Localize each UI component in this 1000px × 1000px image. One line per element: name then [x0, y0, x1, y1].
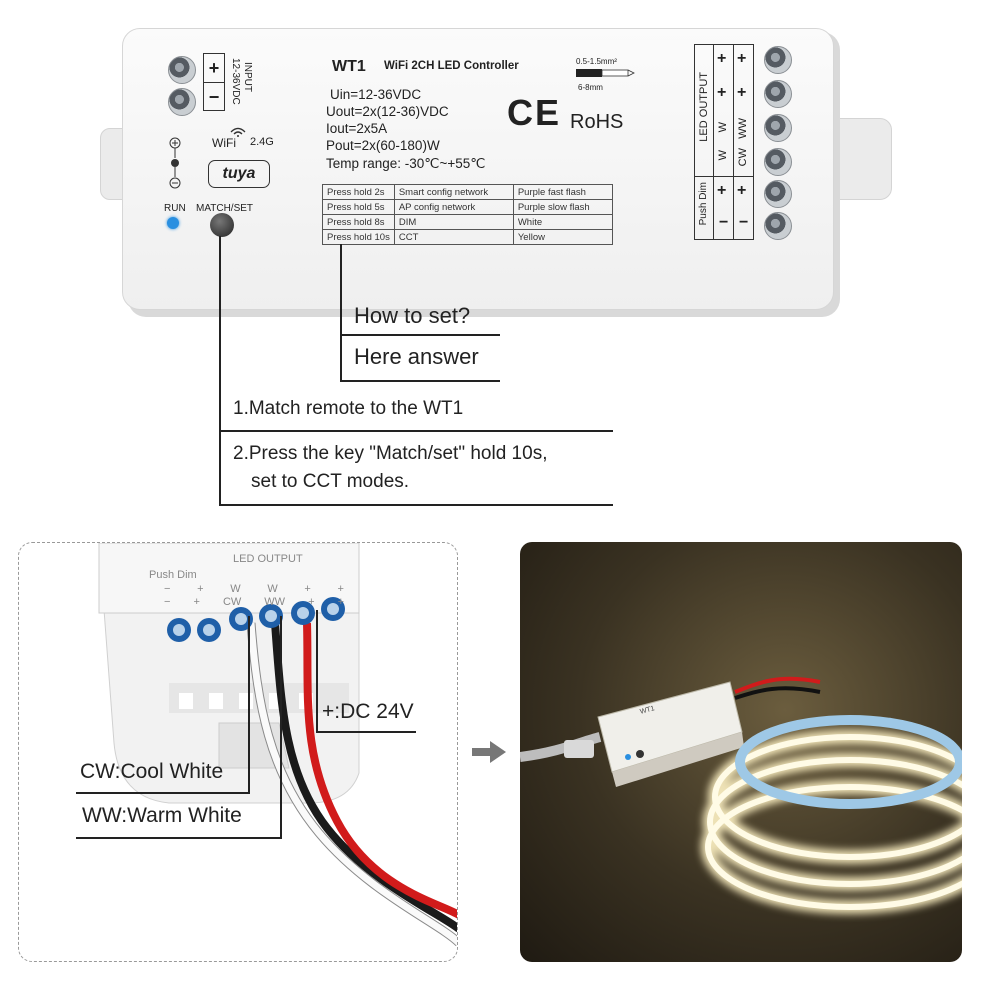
wiring-cell: W [267, 583, 278, 595]
table-cell: Smart config network [393, 184, 514, 200]
input-voltage: 12-36VDC [230, 58, 241, 105]
output-terminal [764, 114, 792, 142]
wire-strip-icon [576, 66, 636, 80]
ww-label: WW:Warm White [82, 804, 242, 827]
step-1-text: 1.Match remote to the WT1 [233, 398, 464, 419]
wire-gauge-top: 0.5-1.5mm² [576, 57, 617, 66]
out-col1-minus: − [719, 214, 729, 231]
wire-gauge-bottom: 6-8mm [578, 83, 603, 92]
wiring-cell: − [164, 596, 171, 608]
out-col2-plus-3: + [737, 182, 747, 199]
run-label: RUN [164, 203, 186, 214]
wiring-row1: − + W W + + [164, 583, 344, 595]
table-cell: Yellow [512, 229, 613, 245]
input-sign-box: + − [203, 53, 225, 111]
table-cell: Press hold 2s [322, 184, 395, 200]
out-col1-plus-3: + [717, 182, 727, 199]
cw-label: CW:Cool White [80, 760, 224, 783]
wiring-cell: − [164, 583, 171, 595]
wiring-cell: WW [264, 596, 286, 608]
arrow-right-icon [470, 740, 510, 764]
output-terminal [764, 46, 792, 74]
table-cell: Press hold 5s [322, 199, 395, 215]
output-terminal [764, 148, 792, 176]
input-minus-sign: − [208, 86, 220, 107]
run-led [167, 217, 179, 229]
table-cell: Press hold 8s [322, 214, 395, 230]
polarity-icon [168, 136, 182, 192]
step-2-text-line2: set to CCT modes. [251, 471, 410, 492]
table-row: Press hold 2s Smart config network Purpl… [322, 184, 613, 200]
spec-line-0: Uin=12-36VDC [330, 87, 422, 102]
spec-line-1: Uout=2x(12-36)VDC [326, 104, 449, 119]
controller-subtitle: WiFi 2CH LED Controller [384, 60, 519, 72]
out-col2-plus-1: + [737, 50, 747, 67]
table-cell: DIM [393, 214, 514, 230]
out-col1-w: W [717, 122, 729, 133]
input-label: INPUT [242, 62, 253, 92]
press-hold-table: Press hold 2s Smart config network Purpl… [322, 184, 613, 245]
output-terminal [764, 80, 792, 108]
wiring-cell: + [337, 583, 344, 595]
tuya-logo: tuya [208, 160, 270, 188]
controller-body [122, 28, 834, 310]
table-cell: Purple slow flash [512, 199, 613, 215]
table-cell: AP config network [393, 199, 514, 215]
out-col2-minus: − [739, 214, 749, 231]
wiring-cell: + [308, 596, 315, 608]
out-col1-plus-2: + [717, 84, 727, 101]
table-row: Press hold 5s AP config network Purple s… [322, 199, 613, 215]
table-cell: White [512, 214, 613, 230]
input-plus-sign: + [204, 54, 224, 83]
rohs-mark: RoHS [570, 111, 624, 133]
led-strip-photo: WT1 [520, 542, 962, 962]
output-terminal [764, 212, 792, 240]
out-col2-cw: CW [737, 148, 749, 167]
wiring-push-dim: Push Dim [149, 569, 197, 581]
table-cell: CCT [393, 229, 514, 245]
match-set-button[interactable] [210, 213, 234, 237]
wiring-cell: + [304, 583, 311, 595]
wiring-cell: CW [222, 596, 242, 608]
out-col1-plus-1: + [717, 50, 727, 67]
ce-mark: CE [507, 92, 562, 133]
wiring-cell: + [337, 596, 344, 608]
input-terminal-minus [168, 88, 196, 116]
table-cell: Press hold 10s [322, 229, 395, 245]
led-output-label: LED OUTPUT [698, 72, 710, 142]
wiring-row2: − + CW WW + + [164, 596, 344, 608]
table-cell: Purple fast flash [512, 184, 613, 200]
wiring-closeup: Push Dim LED OUTPUT − + W W + + − + CW W… [18, 542, 458, 962]
output-terminal [764, 180, 792, 208]
out-col2-plus-2: + [737, 84, 747, 101]
output-panel [694, 44, 754, 240]
out-col2-ww: WW [737, 118, 749, 139]
wiring-cell: W [230, 583, 241, 595]
push-dim-label: Push Dim [698, 182, 709, 226]
out-col1-w2: W [717, 150, 729, 161]
table-row: Press hold 8s DIM White [322, 214, 613, 230]
wiring-cell: + [197, 583, 204, 595]
spec-line-2: Iout=2x5A [326, 121, 388, 136]
spec-line-4: Temp range: -30℃~+55℃ [326, 156, 486, 171]
step-2-text-line1: 2.Press the key "Match/set" hold 10s, [233, 443, 548, 464]
band-label: 2.4G [250, 136, 274, 148]
wiring-led-output: LED OUTPUT [233, 553, 303, 565]
wifi-label: WiFi [212, 136, 236, 150]
answer-callout: Here answer [354, 344, 479, 369]
spec-line-3: Pout=2x(60-180)W [326, 138, 440, 153]
input-terminal-plus [168, 56, 196, 84]
match-set-label: MATCH/SET [196, 203, 254, 214]
tuya-logo-text: tuya [222, 165, 256, 182]
table-row: Press hold 10s CCT Yellow [322, 229, 613, 245]
question-callout: How to set? [354, 303, 471, 328]
wiring-cell: + [193, 596, 200, 608]
dc-label: +:DC 24V [322, 700, 414, 723]
wifi-icon [230, 124, 246, 137]
model-name: WT1 [332, 58, 366, 75]
